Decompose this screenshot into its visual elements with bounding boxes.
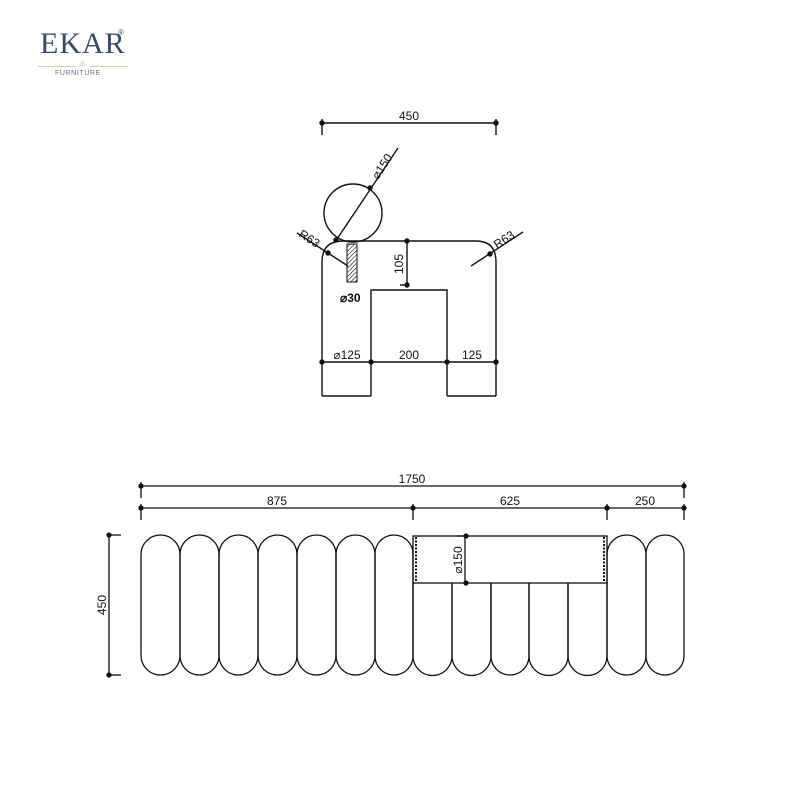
cushion bbox=[412, 583, 453, 677]
dim-label-post-diameter: ⌀30 bbox=[340, 291, 361, 305]
support-post bbox=[346, 243, 358, 283]
dimension-total-length: 1750 bbox=[138, 472, 687, 498]
back-roll: ⌀150 bbox=[323, 147, 399, 243]
dimension-overall-width: 450 bbox=[319, 109, 499, 135]
cushion bbox=[490, 583, 530, 676]
cushion bbox=[218, 534, 259, 676]
dim-label-roll-diameter: ⌀150 bbox=[369, 151, 396, 182]
dim-label-segment-right: 250 bbox=[635, 494, 655, 508]
cushion bbox=[140, 534, 181, 676]
cushion bbox=[257, 534, 298, 676]
backrest: ⌀150 bbox=[412, 533, 608, 586]
dim-label-opening: 200 bbox=[399, 348, 419, 362]
cushions bbox=[140, 534, 685, 677]
dim-label-segment-left: 875 bbox=[267, 494, 287, 508]
dim-label-radius-right: R63 bbox=[491, 228, 517, 252]
dimension-segments: 875 625 250 bbox=[138, 494, 687, 520]
inner-cutout bbox=[370, 289, 448, 396]
top-view: 1750 875 625 250 450 bbox=[95, 472, 687, 678]
brand-logo: EKAR ® ♔ FURNITURE bbox=[38, 28, 128, 78]
dim-label-backrest-diameter: ⌀150 bbox=[451, 546, 465, 574]
side-view: 450 ⌀150 ⌀30 R63 R63 105 bbox=[296, 109, 524, 397]
dim-label-total-length: 1750 bbox=[399, 472, 426, 486]
cushion bbox=[179, 534, 220, 676]
dimension-depth: 450 bbox=[95, 532, 121, 678]
registered-mark: ® bbox=[118, 28, 124, 37]
cushion bbox=[335, 534, 376, 676]
cushion bbox=[567, 583, 608, 677]
cushion bbox=[451, 583, 492, 677]
dim-label-leg-left: ⌀125 bbox=[333, 348, 361, 362]
dim-label-overall-width: 450 bbox=[399, 109, 419, 123]
cushion bbox=[645, 534, 685, 676]
cushion bbox=[606, 534, 647, 676]
dim-label-top-thickness: 105 bbox=[392, 254, 406, 274]
cushion bbox=[296, 534, 337, 676]
dim-label-leg-right: 125 bbox=[462, 348, 482, 362]
crown-icon: ♔ bbox=[79, 60, 87, 69]
brand-name: EKAR bbox=[40, 27, 126, 60]
brand-subtitle: FURNITURE bbox=[55, 70, 101, 77]
dim-label-segment-middle: 625 bbox=[500, 494, 520, 508]
logo-divider-right bbox=[90, 66, 128, 67]
dim-label-depth: 450 bbox=[95, 595, 109, 615]
cushion bbox=[374, 534, 414, 676]
logo-divider-left bbox=[38, 66, 76, 67]
cushion bbox=[528, 583, 569, 677]
